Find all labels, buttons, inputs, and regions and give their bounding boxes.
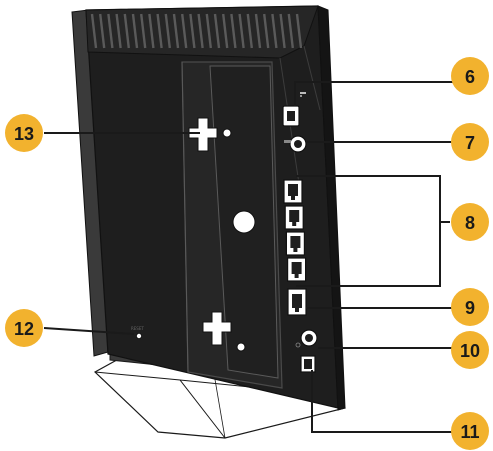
vent-slot (271, 13, 278, 49)
leader-line-12 (43, 327, 135, 335)
wps-button[interactable] (289, 135, 307, 153)
wall-mount-hole-lower (202, 311, 246, 352)
callout-10: 10 (451, 331, 489, 369)
vent-slot (140, 13, 147, 49)
vent-slot (230, 13, 237, 49)
svg-text:10: 10 (460, 341, 480, 361)
callout-9: 9 (451, 288, 489, 326)
vent-slot (156, 13, 163, 49)
lan-port[interactable] (283, 179, 303, 204)
lan-ports (283, 179, 307, 282)
svg-text:12: 12 (14, 319, 34, 339)
power-switch-icon (295, 342, 301, 348)
power-dc-in-port[interactable] (300, 355, 316, 373)
vent-slot (181, 13, 188, 49)
vent-slot (205, 13, 212, 49)
lan-port[interactable] (285, 231, 305, 256)
vent-slot (131, 13, 139, 49)
vent-slot (148, 13, 155, 49)
vent-slot (90, 13, 98, 49)
vent-slot (164, 13, 171, 49)
vent-slot (254, 13, 262, 49)
ports-column (282, 92, 318, 373)
lan-port[interactable] (284, 205, 304, 230)
wan-port[interactable] (287, 288, 307, 316)
svg-text:13: 13 (14, 124, 34, 144)
svg-text:6: 6 (465, 67, 475, 87)
svg-text:9: 9 (465, 298, 475, 318)
vent-slot (189, 13, 196, 49)
rear-panel (181, 61, 283, 389)
leader-line-11 (311, 370, 454, 433)
vent-slot (115, 13, 122, 49)
svg-text:7: 7 (465, 133, 475, 153)
usb-icon (300, 92, 306, 97)
svg-text:8: 8 (465, 213, 475, 233)
vent-slot (172, 13, 180, 49)
vent-slot (287, 13, 294, 49)
vent-slot (279, 13, 286, 49)
vent-slot (123, 13, 130, 49)
vent-slot (263, 13, 270, 49)
callout-8: 8 (451, 203, 489, 241)
leader-lines (43, 81, 454, 433)
vent-slot (197, 13, 204, 49)
leader-line-6 (294, 81, 454, 106)
wall-mount-hole-upper (188, 117, 232, 152)
power-switch[interactable] (300, 329, 318, 347)
callout-6: 6 (451, 57, 489, 95)
reset-button[interactable] (135, 332, 142, 339)
vent-slot (107, 13, 114, 49)
callout-13: 13 (5, 114, 43, 152)
ventilation-slots (90, 13, 303, 49)
callout-7: 7 (451, 123, 489, 161)
usb-port[interactable] (282, 105, 300, 127)
callout-12: 12 (5, 309, 43, 347)
vent-slot (238, 13, 245, 49)
leader-bracket-8 (296, 175, 441, 287)
center-mount-hole (232, 210, 256, 234)
vent-slot (295, 13, 303, 49)
reset-label: RESET (131, 326, 144, 331)
wps-icon (284, 140, 291, 143)
vent-slot (246, 13, 253, 49)
callout-11: 11 (451, 412, 489, 450)
vent-slot (213, 13, 221, 49)
vent-slot (99, 13, 106, 49)
svg-text:11: 11 (460, 422, 479, 442)
lan-port[interactable] (287, 257, 307, 282)
vent-slot (222, 13, 229, 49)
